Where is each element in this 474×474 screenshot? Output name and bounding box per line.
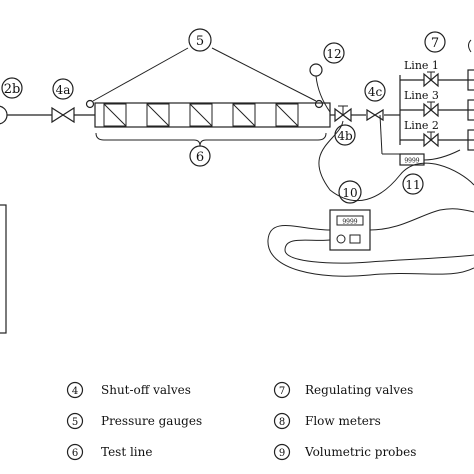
legend-item: 6 Test line xyxy=(66,443,152,461)
gauge-12-connector xyxy=(315,75,331,113)
svg-text:11: 11 xyxy=(405,178,420,192)
callout-5: 5 xyxy=(188,28,212,52)
callout-10: 10 xyxy=(338,180,362,204)
callout-7: 7 xyxy=(424,31,446,53)
flow-meter-line3-fragment xyxy=(467,99,474,121)
flow-meter-line1-fragment xyxy=(467,69,474,91)
flowmeter-11-lead-out xyxy=(423,149,461,161)
svg-text:4: 4 xyxy=(72,386,78,397)
regulating-valve-line3 xyxy=(423,101,439,118)
shutoff-valve-4b xyxy=(334,105,352,123)
regulating-valve-line1 xyxy=(423,71,439,88)
regulating-valve-line2 xyxy=(423,131,439,148)
svg-text:Shut-off valves: Shut-off valves xyxy=(101,383,191,397)
svg-text:2b: 2b xyxy=(4,82,21,97)
legend-item: 8 Flow meters xyxy=(273,412,381,430)
callout-11: 11 xyxy=(402,173,424,195)
shutoff-valve-4c xyxy=(366,108,384,122)
callout-4b: 4b xyxy=(334,124,356,146)
gauge-leader-left xyxy=(92,47,189,102)
line3-label: Line 3 xyxy=(404,89,439,102)
callout-4a: 4a xyxy=(52,78,74,100)
flow-meter-line2-fragment xyxy=(467,129,474,151)
legend-item: 4 Shut-off valves xyxy=(66,381,191,399)
left-tank-fragment xyxy=(0,204,7,334)
svg-text:Pressure gauges: Pressure gauges xyxy=(101,414,202,428)
line1-label: Line 1 xyxy=(404,59,439,72)
test-line-modules xyxy=(103,103,299,127)
svg-text:Flow meters: Flow meters xyxy=(305,414,381,428)
svg-text:Regulating valves: Regulating valves xyxy=(305,383,413,397)
legend-item: 9 Volumetric probes xyxy=(273,443,416,461)
pressure-gauge-right xyxy=(314,99,324,109)
legend-item: 7 Regulating valves xyxy=(273,381,413,399)
flowmeter-11-display: 9999 xyxy=(404,158,419,165)
legend: 4 Shut-off valves 5 Pressure gauges 6 Te… xyxy=(66,381,416,461)
shutoff-valve-4a xyxy=(51,106,75,124)
cable-upper-loop xyxy=(318,120,474,202)
svg-text:6: 6 xyxy=(72,448,78,459)
svg-text:6: 6 xyxy=(196,150,204,165)
callout-4c: 4c xyxy=(364,80,386,102)
svg-text:12: 12 xyxy=(326,47,341,61)
svg-text:4b: 4b xyxy=(337,129,353,143)
pressure-gauge-left xyxy=(85,99,95,109)
controller-display: 9999 xyxy=(342,219,357,226)
callout-2b: 2b xyxy=(1,77,23,99)
svg-text:7: 7 xyxy=(431,36,439,51)
test-line-enclosure xyxy=(94,102,331,128)
cable-lower-loop-inner xyxy=(284,239,474,264)
controller-unit: 9999 xyxy=(329,209,371,251)
svg-text:7: 7 xyxy=(279,386,285,397)
cable-lower-loop-outer xyxy=(267,225,474,277)
svg-text:10: 10 xyxy=(342,186,357,200)
test-line-brace xyxy=(95,132,327,147)
svg-text:5: 5 xyxy=(196,34,204,49)
left-source-fragment xyxy=(0,105,8,125)
svg-text:8: 8 xyxy=(279,417,285,428)
svg-text:Volumetric probes: Volumetric probes xyxy=(304,445,416,459)
flowmeter-11-lead xyxy=(379,114,383,155)
svg-text:Test line: Test line xyxy=(101,445,152,459)
line2-label: Line 2 xyxy=(404,119,439,132)
callout-6: 6 xyxy=(189,145,211,167)
callout-12: 12 xyxy=(323,42,345,64)
cable-controller-right xyxy=(369,208,474,231)
pressure-gauge-12 xyxy=(309,63,323,77)
svg-text:9: 9 xyxy=(279,448,285,459)
gauge-leader-right xyxy=(211,47,317,102)
svg-text:5: 5 xyxy=(72,417,78,428)
svg-text:4a: 4a xyxy=(56,83,71,97)
legend-item: 5 Pressure gauges xyxy=(66,412,202,430)
right-top-fragment xyxy=(468,39,472,53)
svg-text:4c: 4c xyxy=(368,85,383,99)
